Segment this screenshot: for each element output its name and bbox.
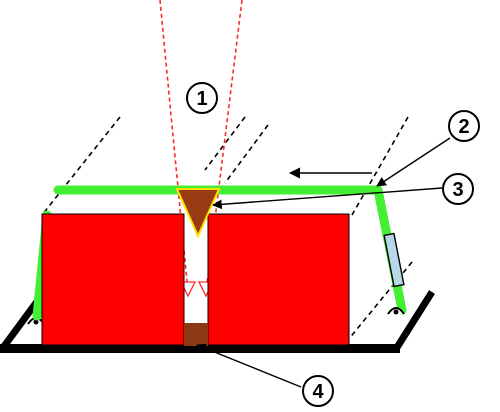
guide-line: [41, 116, 121, 216]
leader-4: [196, 343, 302, 388]
guide-line: [351, 116, 409, 216]
callout-1: 1: [186, 82, 218, 114]
base-right-leg: [393, 290, 435, 351]
gap-bottom-piece: [184, 323, 208, 346]
guide-line: [347, 261, 413, 341]
left-hinge-pin: [33, 319, 39, 325]
callout-2: 2: [448, 110, 480, 142]
callout-circle: [302, 375, 334, 407]
guide-line: [224, 124, 269, 184]
slider-element: [383, 232, 405, 288]
callout-label: 2: [458, 116, 469, 138]
leader-3: [212, 187, 443, 210]
leader-lines: [196, 137, 451, 388]
callout-circle: [448, 110, 480, 142]
callout-circle: [186, 82, 218, 114]
callout-label: 3: [452, 179, 463, 201]
leader-2: [376, 137, 451, 187]
left-block: [41, 213, 185, 346]
callout-4: 4: [302, 375, 334, 407]
right-block: [207, 213, 350, 346]
dashed-guides: [41, 116, 413, 341]
guide-line: [204, 116, 246, 171]
callout-circle: [442, 173, 474, 205]
wedge: [175, 188, 221, 239]
right-hinge-pin: [393, 309, 399, 315]
callout-label: 4: [312, 381, 324, 403]
callout-3: 3: [442, 173, 474, 205]
callout-label: 1: [196, 88, 207, 110]
